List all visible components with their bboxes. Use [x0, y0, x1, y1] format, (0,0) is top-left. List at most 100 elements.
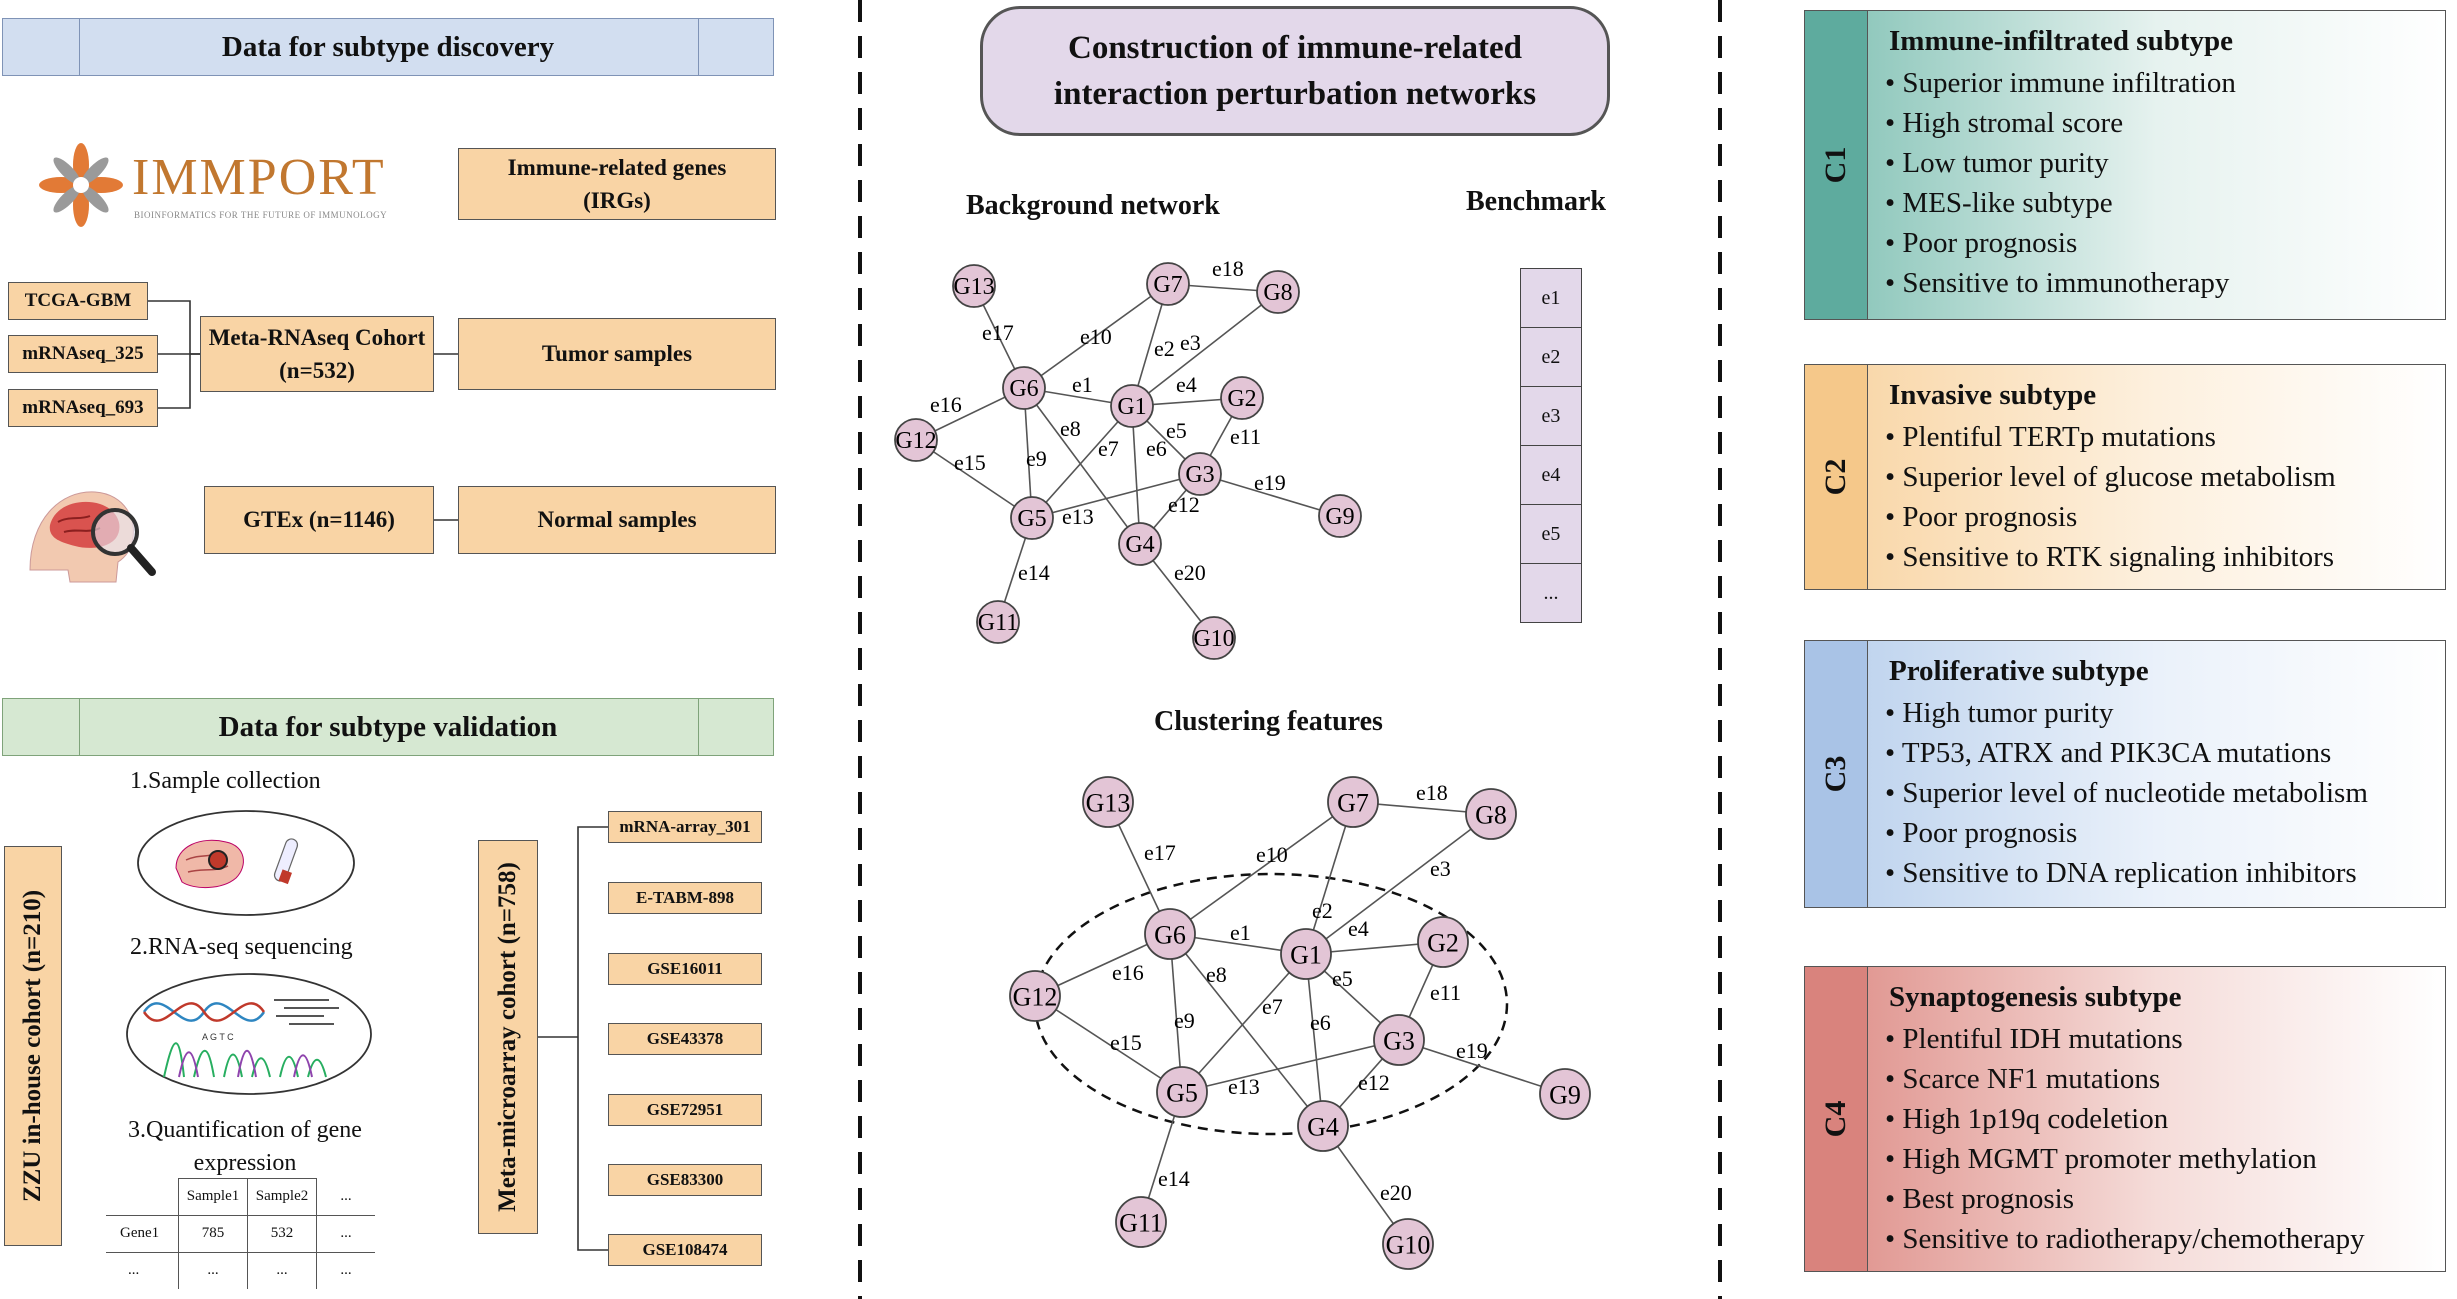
edge-label: e11	[1430, 980, 1461, 1005]
step3-label: 3.Quantification of gene expression	[128, 1117, 362, 1176]
subtype-feature: Plentiful TERTp mutations	[1902, 421, 2216, 453]
brain-head-icon	[29, 491, 156, 583]
network-node: G6	[1144, 908, 1196, 960]
network-edge	[915, 439, 1033, 519]
svg-text:G1: G1	[1117, 394, 1146, 420]
edge-label: e20	[1380, 1180, 1412, 1205]
subtype-feature: Poor prognosis	[1902, 501, 2078, 533]
benchmark-label: Benchmark	[1466, 186, 1606, 217]
svg-text:G13: G13	[953, 274, 994, 300]
edge-label: e17	[1144, 840, 1176, 865]
edge-label: e20	[1174, 560, 1206, 585]
edge-label: e8	[1206, 962, 1227, 987]
discovery-connectors	[148, 300, 458, 521]
subtype-title: Immune-infiltrated subtype	[1889, 25, 2233, 57]
table-corner	[106, 1178, 179, 1216]
subtype-feature: Superior immune infiltration	[1902, 67, 2236, 99]
benchmark-item: ...	[1520, 564, 1582, 623]
network-node: G8	[1465, 788, 1517, 840]
subtype-card-c3: C3 Proliferative subtype • High tumor pu…	[1804, 640, 2446, 908]
dataset-mrnaseq-325: mRNAseq_325	[8, 335, 158, 373]
network-node: G9	[1318, 494, 1362, 538]
normal-samples-box: Normal samples	[458, 486, 776, 554]
edge-label: e8	[1060, 416, 1081, 441]
network-node: G11	[1115, 1196, 1167, 1248]
subtype-feature: MES-like subtype	[1902, 187, 2113, 219]
subtype-feature: Sensitive to immunotherapy	[1902, 267, 2230, 299]
network-node: G3	[1178, 452, 1222, 496]
svg-text:G3: G3	[1383, 1027, 1415, 1056]
edge-label: e16	[930, 392, 962, 417]
edge-label: e6	[1310, 1010, 1331, 1035]
edge-label: e13	[1062, 504, 1094, 529]
edge-label: e2	[1312, 898, 1333, 923]
clustering-features-label: Clustering features	[1154, 706, 1383, 737]
meta-rnaseq-box: Meta-RNAseq Cohort (n=532)	[200, 316, 434, 392]
edge-label: e2	[1154, 336, 1175, 361]
immport-tagline: BIOINFORMATICS FOR THE FUTURE OF IMMUNOL…	[134, 210, 388, 220]
edge-label: e5	[1166, 418, 1187, 443]
array-dataset: GSE83300	[608, 1164, 762, 1196]
subtype-feature: Scarce NF1 mutations	[1902, 1063, 2161, 1095]
network-node: G6	[1002, 366, 1046, 410]
table-cell: ...	[316, 1252, 375, 1289]
edge-label: e7	[1098, 436, 1119, 461]
svg-text:G1: G1	[1290, 941, 1322, 970]
network-node: G11	[976, 600, 1020, 644]
network-node: G13	[952, 264, 996, 308]
edge-label: e16	[1112, 960, 1144, 985]
subtype-feature: Plentiful IDH mutations	[1902, 1023, 2183, 1055]
network-edge	[1181, 1039, 1400, 1093]
subtype-feature-list: • High tumor purity • TP53, ATRX and PIK…	[1885, 697, 2368, 889]
benchmark-column: e1 e2 e3 e4 e5 ...	[1520, 268, 1582, 623]
step2-label: 2.RNA-seq sequencing	[130, 934, 353, 960]
array-dataset: mRNA-array_301	[608, 811, 762, 843]
array-dataset: E-TABM-898	[608, 882, 762, 914]
discovery-header: Data for subtype discovery	[2, 18, 774, 76]
subtype-title: Synaptogenesis subtype	[1889, 981, 2182, 1013]
subtype-label: C2	[1819, 458, 1852, 496]
svg-text:G4: G4	[1125, 532, 1154, 558]
network-edge	[1023, 387, 1141, 545]
network-node: G7	[1327, 776, 1379, 828]
network-node: G1	[1280, 928, 1332, 980]
network-node: G10	[1192, 616, 1236, 660]
clustering-network-graph: e1e2e3e4e5e6e7e8e9e10e11e12e13e14e15e16e…	[1009, 776, 1591, 1270]
subtype-feature: High MGMT promoter methylation	[1902, 1143, 2317, 1175]
array-dataset: GSE108474	[608, 1234, 762, 1266]
subtype-feature: Superior level of nucleotide metabolism	[1902, 777, 2368, 809]
svg-text:G5: G5	[1166, 1079, 1198, 1108]
svg-text:G5: G5	[1017, 506, 1046, 532]
subtype-label: C4	[1819, 1100, 1852, 1138]
subtype-feature: High tumor purity	[1902, 697, 2114, 729]
edge-label: e19	[1456, 1038, 1488, 1063]
subtype-feature-list: • Plentiful TERTp mutations • Superior l…	[1885, 421, 2336, 573]
subtype-feature-list: • Superior immune infiltration • High st…	[1885, 67, 2236, 299]
edge-label: e3	[1430, 856, 1451, 881]
subtype-label: C3	[1819, 755, 1852, 793]
dataset-tcga: TCGA-GBM	[8, 282, 148, 320]
edge-label: e17	[982, 320, 1014, 345]
edge-label: e3	[1180, 330, 1201, 355]
network-edge	[1031, 473, 1201, 519]
benchmark-item: e1	[1520, 268, 1582, 328]
table-cell: 785	[178, 1214, 248, 1253]
validation-header: Data for subtype validation	[2, 698, 774, 756]
subtype-feature: Sensitive to radiotherapy/chemotherapy	[1902, 1223, 2365, 1255]
subtype-card-c1: C1 Immune-infiltrated subtype • Superior…	[1804, 10, 2446, 320]
subtype-feature: High stromal score	[1902, 107, 2124, 139]
dataset-mrnaseq-693: mRNAseq_693	[8, 389, 158, 427]
network-edge	[1398, 1039, 1566, 1095]
svg-text:G9: G9	[1549, 1081, 1581, 1110]
svg-text:G2: G2	[1427, 929, 1459, 958]
network-node: G10	[1382, 1218, 1434, 1270]
network-edge	[1305, 801, 1354, 955]
svg-text:G10: G10	[1386, 1231, 1431, 1260]
subtype-feature: High 1p19q codeletion	[1902, 1103, 2169, 1135]
network-edge	[1305, 953, 1324, 1127]
benchmark-item: e2	[1520, 328, 1582, 387]
network-edge	[1023, 283, 1169, 389]
svg-text:G8: G8	[1475, 801, 1507, 830]
